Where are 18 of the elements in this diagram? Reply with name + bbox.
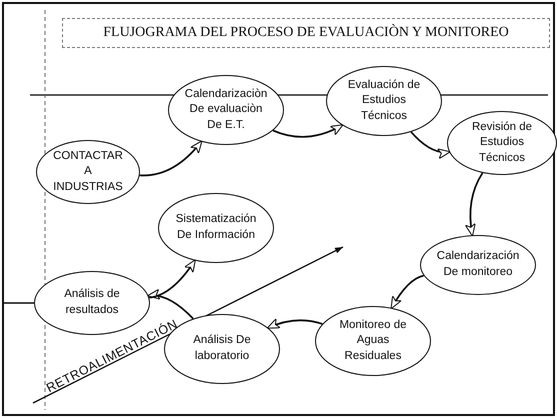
curved-arrow: [149, 259, 196, 298]
curved-arrow: [272, 124, 344, 138]
node-label: Evaluación de Estudios Técnicos: [346, 78, 422, 124]
node-label: Análisis De laboratorio: [192, 333, 252, 364]
node-label: CONTACTAR A INDUSTRIAS: [52, 148, 124, 195]
curved-arrow: [410, 131, 451, 159]
node-label: Sistematización De Información: [174, 212, 258, 243]
node-label: Análisis de resultados: [63, 287, 121, 318]
node-label: Calendarización De monitoreo: [436, 249, 520, 280]
node-label: Revisión de Estudios Técnicos: [470, 120, 534, 166]
node-label: Calendarizaciòn De evaluaciòn De E.T.: [184, 86, 268, 133]
curved-arrow: [146, 289, 194, 320]
curved-arrow: [140, 140, 202, 176]
node-label: Monitoreo de Aguas Residuales: [338, 318, 408, 364]
diagram-title: FLUJOGRAMA DEL PROCESO DE EVALUACIÒN Y MONITOREO: [62, 18, 550, 48]
curved-arrow: [266, 318, 323, 329]
curved-arrow: [390, 274, 424, 310]
curved-arrow: [465, 172, 484, 237]
